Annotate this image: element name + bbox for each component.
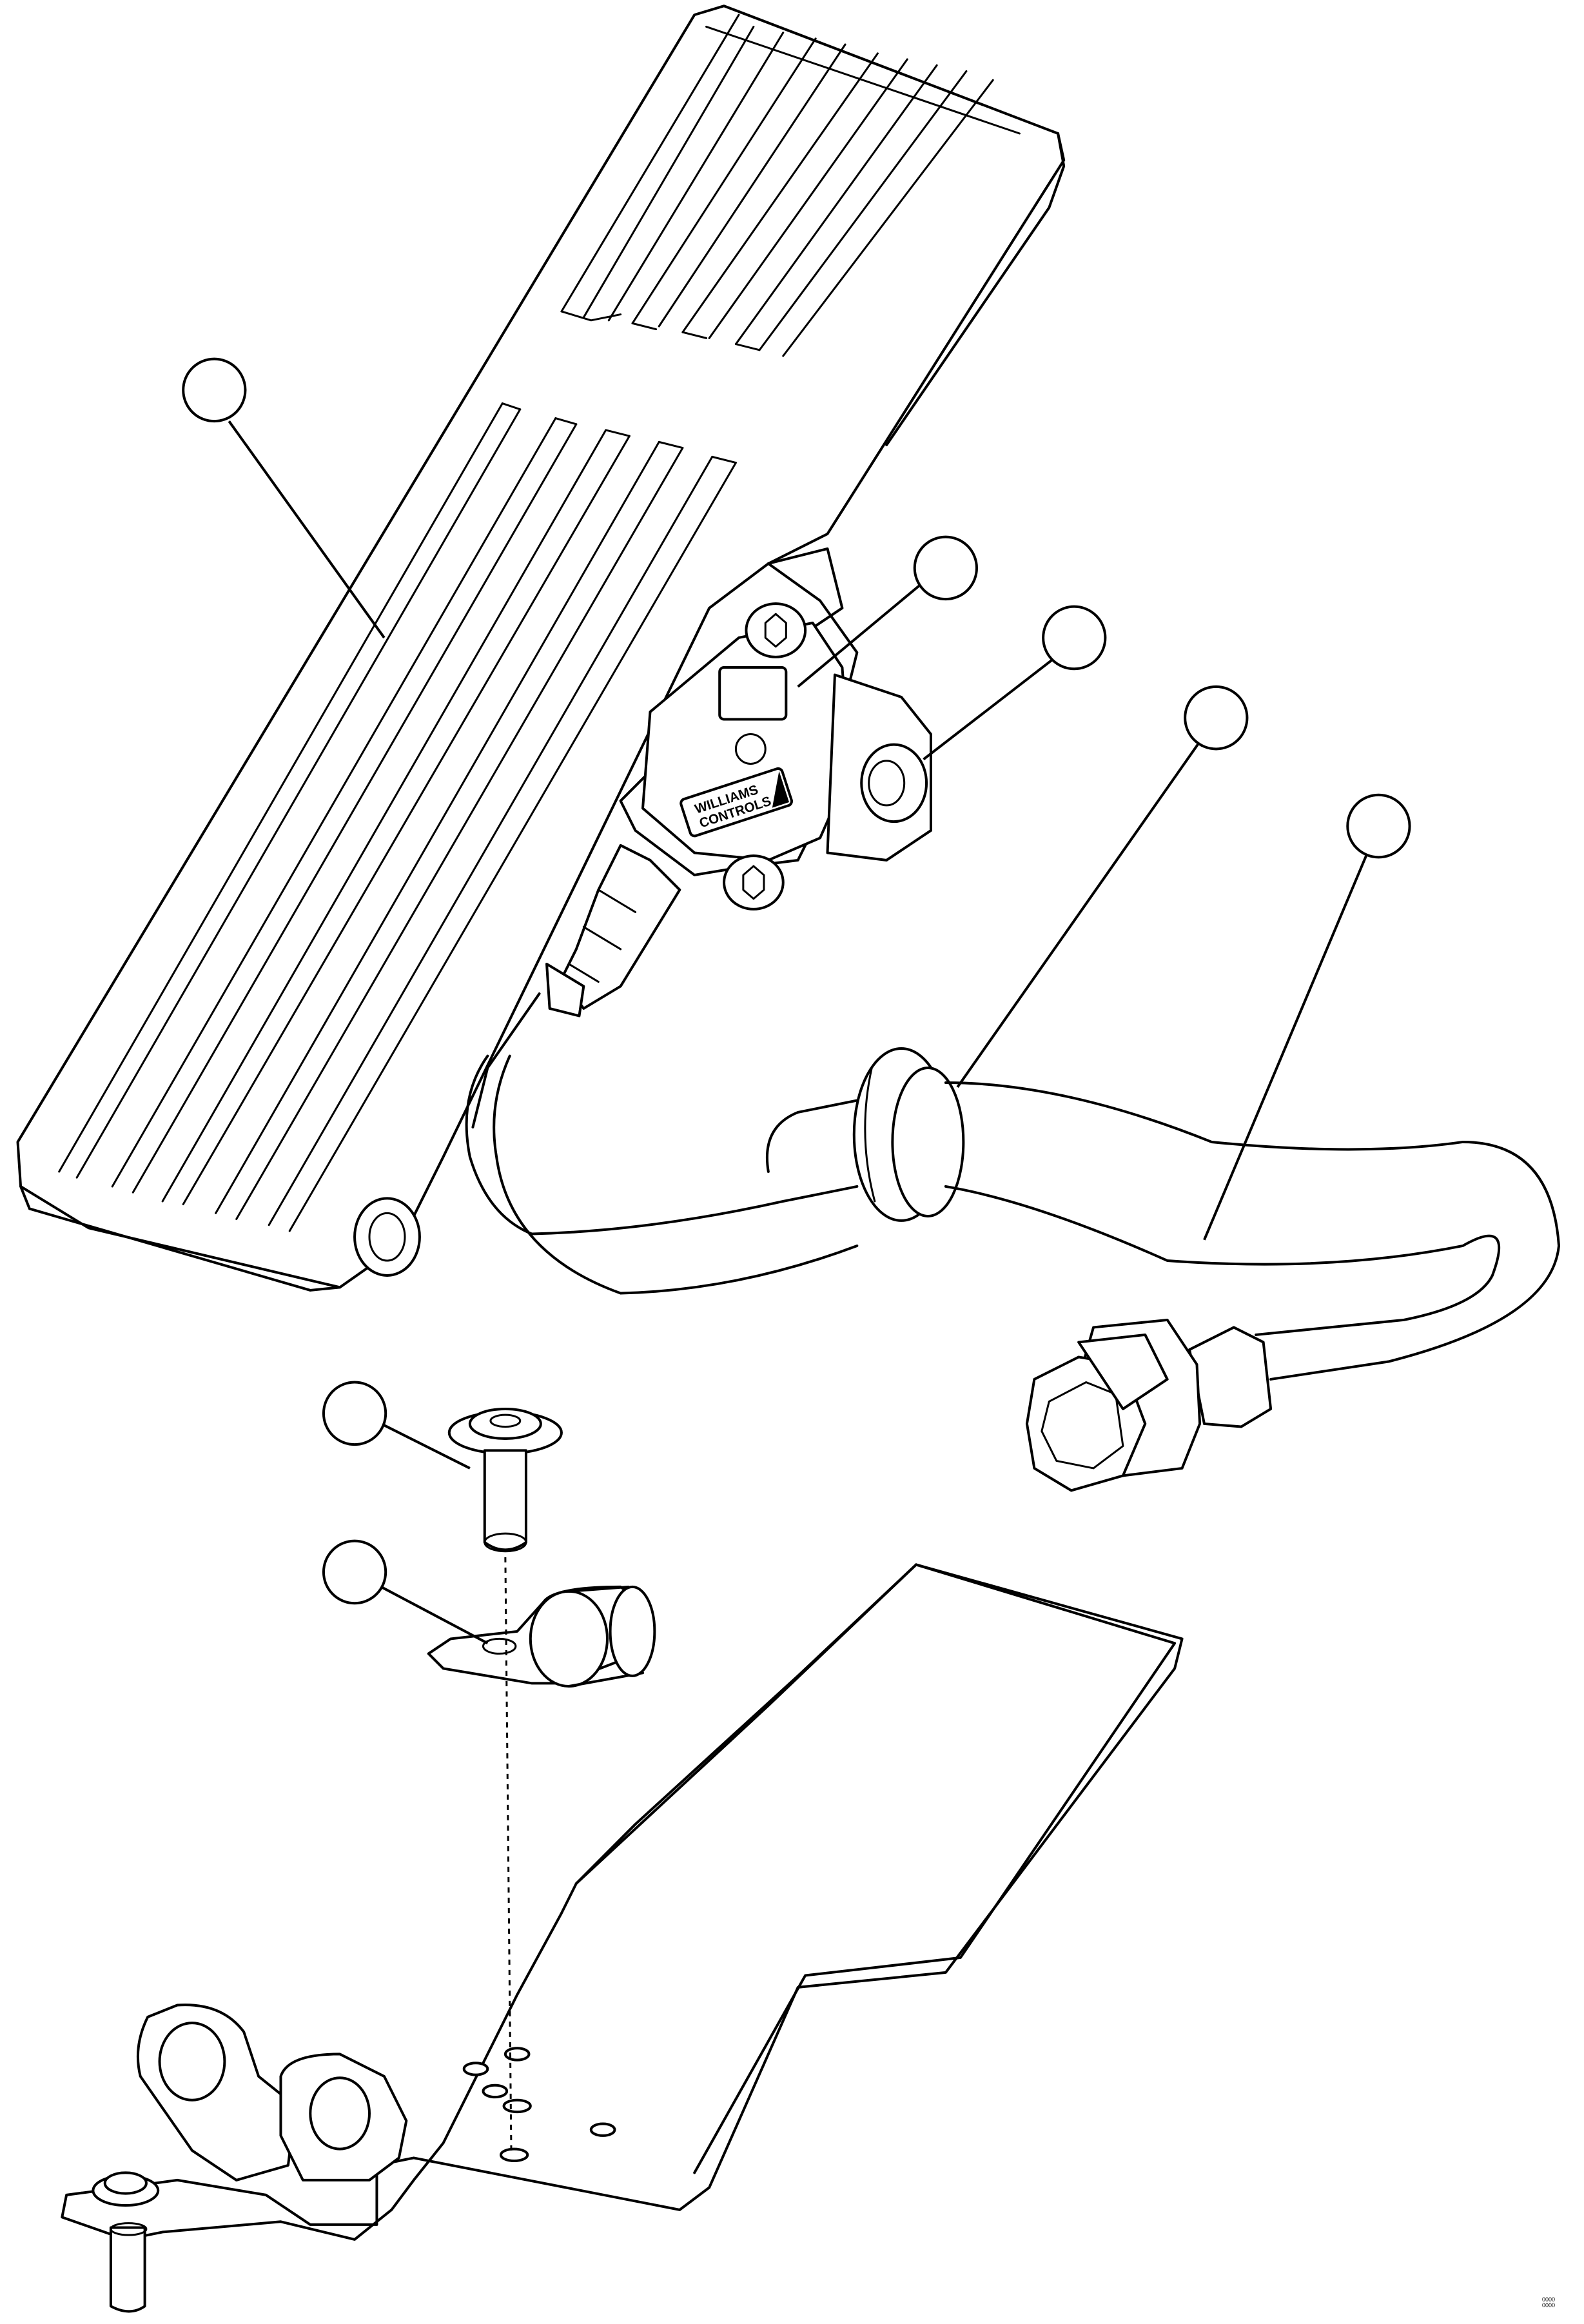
harness-connector — [1027, 1320, 1271, 1490]
grommet — [854, 1049, 964, 1221]
sensor-screw-top — [746, 604, 805, 657]
callout-bolt — [324, 1383, 470, 1468]
stud-pin — [93, 2172, 158, 2311]
sensor-connector — [547, 845, 680, 1016]
sensor-screw-bottom — [724, 856, 783, 909]
callout-pedal-tread — [183, 359, 384, 638]
callout-position-sensor — [798, 537, 977, 687]
position-sensor: WILLIAMS CONTROLS — [473, 549, 931, 1127]
drawing-reference-code-line-1: 0000 — [1541, 2296, 1556, 2303]
bolt — [449, 1409, 562, 1551]
sensor-shaft — [828, 675, 931, 860]
assembly-centerline — [505, 1557, 511, 2154]
plate-hole-4 — [504, 2100, 531, 2112]
plate-hole-3 — [483, 2085, 507, 2097]
callout-pivot-shaft — [923, 607, 1105, 760]
tread-ridges-lower — [59, 404, 736, 1231]
plate-hole-1 — [464, 2063, 488, 2074]
callout-grommet — [957, 687, 1247, 1087]
drawing-reference-code-line-2: 0000 — [1541, 2302, 1556, 2309]
heel-pivot — [355, 1198, 420, 1275]
accelerator-pedal — [18, 6, 1064, 1290]
cable-clip — [429, 1587, 655, 1686]
sensor-port — [736, 734, 765, 763]
tread-ridges-upper — [562, 15, 1020, 356]
mounting-bracket — [62, 1564, 1182, 2311]
plate-hole-6 — [501, 2149, 527, 2161]
plate-hole-2 — [505, 2048, 529, 2060]
sensor-label-window — [719, 667, 786, 719]
drawing-reference-code: 0000 0000 — [1536, 2297, 1561, 2309]
callout-wire-harness — [1204, 795, 1410, 1240]
callout-cable-clip — [324, 1541, 487, 1644]
wire-harness — [467, 1049, 1559, 1490]
plate-hole-5 — [591, 2124, 615, 2136]
